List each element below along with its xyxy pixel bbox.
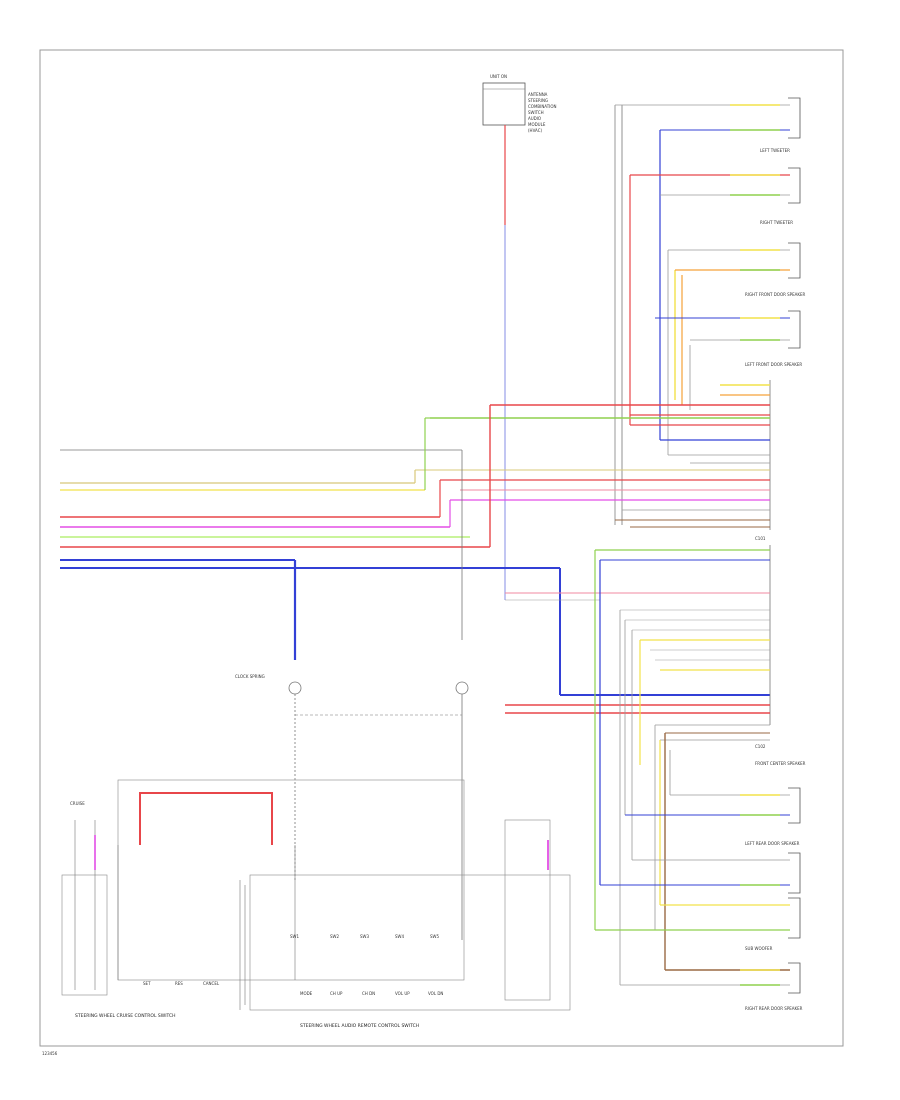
right-harness-trunk [614,105,691,525]
clock-spring-label: CLOCK SPRING [235,674,265,679]
terminal-strip-upper: C101 [415,380,771,541]
svg-text:MODULE: MODULE [528,122,546,127]
svg-text:STEERING: STEERING [528,98,548,103]
left-switch-label-top: CRUISE [70,801,85,806]
svg-text:CH DN: CH DN [362,991,375,996]
svg-text:SW3: SW3 [360,934,369,939]
svg-text:CANCEL: CANCEL [203,981,220,986]
connector-c2-label: C102 [755,744,766,749]
svg-text:SW5: SW5 [430,934,439,939]
svg-text:(HVAC): (HVAC) [528,128,543,133]
speaker-label-4: LEFT FRONT DOOR SPEAKER [745,362,802,367]
svg-text:COMBINATION: COMBINATION [528,104,557,109]
speaker-label-7: SUB WOOFER [745,946,773,951]
svg-text:SET: SET [143,981,151,986]
connector-c1-label: C101 [755,536,766,541]
svg-text:SW2: SW2 [330,934,339,939]
top-component: UNIT ON ANTENNA STEERING COMBINATION SWI… [482,74,557,133]
svg-text:VOL UP: VOL UP [395,991,410,996]
svg-text:SW4: SW4 [395,934,404,939]
svg-text:MODE: MODE [300,991,313,996]
top-component-box [482,82,526,126]
terminal-strip-lower: C102 [505,545,771,749]
svg-text:RES: RES [175,981,183,986]
diagram-frame [39,49,844,1047]
svg-text:ANTENNA: ANTENNA [528,92,548,97]
svg-text:SW1: SW1 [290,934,299,939]
speaker-connector-group-bottom: FRONT CENTER SPEAKER LEFT REAR DOOR SPEA… [595,761,806,1011]
svg-text:CH UP: CH UP [330,991,343,996]
right-lower-trunk [594,550,671,985]
top-component-label: UNIT ON [490,74,507,79]
bottom-switch-label: STEERING WHEEL AUDIO REMOTE CONTROL SWIT… [300,1023,419,1029]
speaker-connector-group-top: LEFT TWEETER RIGHT TWEETER RIGHT FRONT D… [615,97,806,367]
speaker-label-3: RIGHT FRONT DOOR SPEAKER [745,292,806,297]
svg-text:SWITCH: SWITCH [528,110,544,115]
speaker-label-8: FRONT CENTER SPEAKER [755,761,806,766]
speaker-label-1: LEFT TWEETER [760,148,790,153]
speaker-label-2: RIGHT TWEETER [760,220,793,225]
svg-text:VOL DN: VOL DN [428,991,443,996]
speaker-label-5: LEFT REAR DOOR SPEAKER [745,841,800,846]
speaker-label-6: RIGHT REAR DOOR SPEAKER [745,1006,803,1011]
svg-text:AUDIO: AUDIO [528,116,541,121]
left-switch-label: STEERING WHEEL CRUISE CONTROL SWITCH [75,1013,176,1019]
bottom-switch-assemblies: CRUISE SW1 SW2 SW3 SW4 SW5 SET RES CANCE… [61,779,571,1029]
sheet-number: 123456 [42,1051,58,1056]
tweeter-left-connector [788,97,801,139]
clock-spring-area: CLOCK SPRING [235,674,469,940]
